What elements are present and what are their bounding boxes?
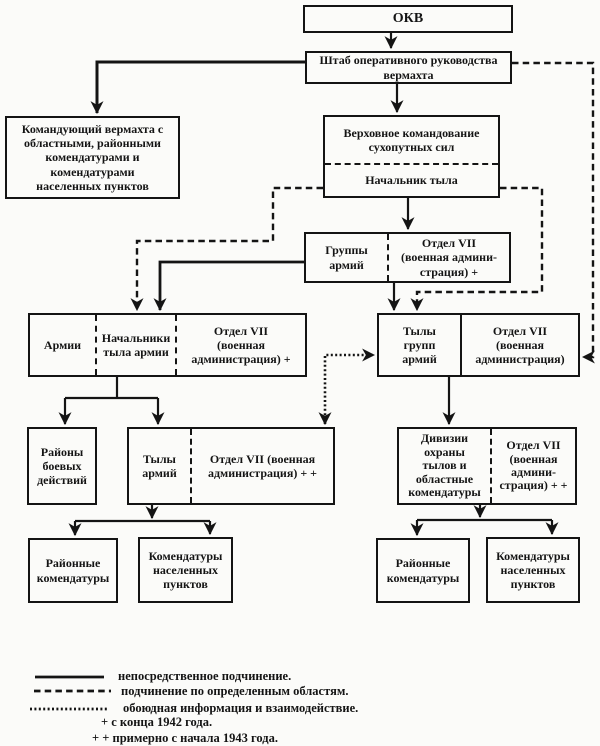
- section-nachalnik-tyla: Начальник тыла: [325, 165, 498, 196]
- section-divizii-ohrany: Дивизии охраны тылов и областные коменда…: [399, 429, 490, 503]
- box-komendatury-naselennyh-left: Комендатуры населенных пунктов: [138, 537, 233, 603]
- tyly-armij-label: Тылы армий: [142, 451, 177, 480]
- connector-shtab-to-komandujushchij: [90, 60, 305, 115]
- otdel7-divizii-label: Отдел VII (военная админи- страция) + +: [499, 438, 568, 493]
- legend-dashed-label: подчинение по определенным областям.: [121, 684, 349, 698]
- section-tyly-armij: Тылы армий: [129, 429, 190, 503]
- otdel7-tyly-armij-label: Отдел VII (военная администрация) + +: [207, 451, 318, 480]
- legend-dotted-label: обоюдная информация и взаимодействие.: [123, 701, 359, 715]
- box-divizii-ohrany: Дивизии охраны тылов и областные коменда…: [397, 427, 577, 505]
- connector-gruppy-to-armii: [153, 260, 304, 312]
- rajony-boevyh-label: Районы боевых действий: [37, 444, 87, 488]
- box-rajonnye-komendatury-left: Районные комендатуры: [28, 538, 118, 603]
- box-okv: ОКВ: [303, 5, 513, 33]
- box-shtab-operativnogo-rukovodstva: Штаб оперативного руководства вермахта: [305, 51, 512, 84]
- box-okv-label: ОКВ: [392, 10, 424, 26]
- box-verhovnoe-komandovanie: Верховное командование сухопутных сил На…: [323, 115, 500, 198]
- armii-label: Армии: [43, 337, 82, 352]
- nachalnik-tyla-label: Начальник тыла: [365, 173, 458, 188]
- verhovnoe-komandovanie-label: Верховное командование сухопутных сил: [343, 125, 480, 154]
- box-komendatury-naselennyh-right: Комендатуры населенных пунктов: [486, 537, 580, 603]
- otdel7-gruppy-label: Отдел VII (военная админи- страция) +: [400, 236, 498, 279]
- otdel7-armii-label: Отдел VII (военная администрация) +: [191, 323, 291, 367]
- box-shtab-label: Штаб оперативного руководства вермахта: [319, 53, 498, 82]
- komendatury-naselennyh-right-label: Комендатуры населенных пунктов: [496, 548, 570, 592]
- box-komandujushchij-label: Командующий вермахта с областными, район…: [21, 122, 164, 193]
- tyly-grupp-armij-label: Тылы групп армий: [402, 323, 437, 367]
- legend-solid-label: непосредственное подчинение.: [118, 669, 292, 683]
- legend-plusplus-label: + + примерно с начала 1943 года.: [92, 731, 278, 745]
- section-otdel7-armii: Отдел VII (военная администрация) +: [175, 315, 305, 375]
- box-rajony-boevyh-dejstvij: Районы боевых действий: [27, 427, 97, 505]
- box-komandujushchij-vermahta: Командующий вермахта с областными, район…: [5, 116, 180, 199]
- section-otdel7-divizii: Отдел VII (военная админи- страция) + +: [490, 429, 575, 503]
- section-otdel7-tyly-grupp: Отдел VII (военная администрация): [460, 315, 578, 375]
- section-tyly-grupp-armij: Тылы групп армий: [379, 315, 460, 375]
- box-armii: Армии Начальники тыла армии Отдел VII (в…: [28, 313, 307, 377]
- section-nachalniki-tyla-armii: Начальники тыла армии: [95, 315, 175, 375]
- komendatury-naselennyh-left-label: Комендатуры населенных пунктов: [148, 548, 223, 592]
- box-tyly-grupp-armij: Тылы групп армий Отдел VII (военная адми…: [377, 313, 580, 377]
- connector-dotted-mutual-info: [318, 348, 376, 426]
- nachalniki-tyla-armii-label: Начальники тыла армии: [101, 330, 171, 359]
- divizii-ohrany-label: Дивизии охраны тылов и областные коменда…: [408, 431, 481, 500]
- section-verhovnoe-komandovanie: Верховное командование сухопутных сил: [325, 117, 498, 165]
- rajonnye-komendatury-left-label: Районные комендатуры: [36, 556, 110, 585]
- legend-plus-label: + с конца 1942 года.: [101, 715, 213, 729]
- connector-dashed-shtab-to-otdel7-right: [512, 61, 595, 364]
- box-gruppy-armij: Группы армий Отдел VII (военная админи- …: [304, 232, 511, 283]
- box-tyly-armij: Тылы армий Отдел VII (военная администра…: [127, 427, 335, 505]
- section-gruppy-armij: Группы армий: [306, 234, 387, 281]
- box-rajonnye-komendatury-right: Районные комендатуры: [376, 538, 470, 603]
- otdel7-tyly-grupp-label: Отдел VII (военная администрация): [475, 323, 565, 367]
- section-armii: Армии: [30, 315, 95, 375]
- section-otdel7-gruppy: Отдел VII (военная админи- страция) +: [387, 234, 509, 281]
- connector-dashed-nachalnik-to-armii: [130, 186, 323, 312]
- gruppy-armij-label: Группы армий: [325, 243, 368, 272]
- section-otdel7-tyly-armij: Отдел VII (военная администрация) + +: [190, 429, 333, 503]
- rajonnye-komendatury-right-label: Районные комендатуры: [386, 556, 460, 585]
